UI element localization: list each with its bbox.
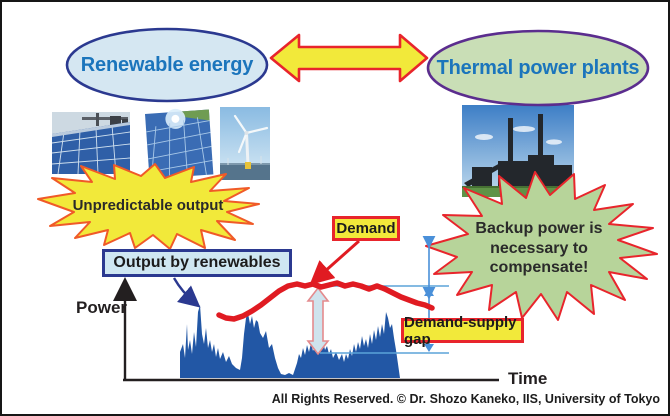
renewable-energy-ellipse xyxy=(65,27,269,103)
power-time-chart xyxy=(113,236,499,382)
renewables-callout-arrow xyxy=(172,277,201,308)
demand-curve xyxy=(216,280,435,322)
renewables-output-series xyxy=(180,305,400,378)
renewable-energy-label: Renewable energy xyxy=(80,54,254,76)
gap-thin-arrow-down xyxy=(424,344,434,352)
demand-callout-arrow xyxy=(309,239,360,285)
y-axis-label: Power xyxy=(76,298,128,317)
wind-turbine-photo xyxy=(220,107,270,180)
gap-thin-arrow-up xyxy=(424,288,434,296)
thermal-plant-photo xyxy=(462,105,574,197)
thermal-power-ellipse xyxy=(426,29,650,107)
double-headed-arrow xyxy=(269,33,429,83)
output-by-renewables-box: Output by renewables xyxy=(102,249,292,277)
solar-panel-closeup-photo xyxy=(145,108,214,179)
gap-wide-arrow xyxy=(306,286,330,356)
demand-supply-gap-label: Demand-supply gap xyxy=(404,313,517,348)
backup-power-label: Backup power is necessary to compensate! xyxy=(475,220,603,277)
unpredictable-output-label: Unpredictable output xyxy=(72,197,224,214)
demand-label: Demand xyxy=(336,220,396,237)
demand-box: Demand xyxy=(332,216,400,241)
solar-panels-photo xyxy=(51,112,131,175)
copyright-text: All Rights Reserved. © Dr. Shozo Kaneko,… xyxy=(271,392,660,406)
x-axis-label: Time xyxy=(508,369,548,388)
unpredictable-output-burst xyxy=(37,163,260,250)
thermal-power-label: Thermal power plants xyxy=(436,57,640,79)
backup-power-burst xyxy=(425,171,658,321)
demand-supply-gap-box: Demand-supply gap xyxy=(401,314,524,348)
output-by-renewables-label: Output by renewables xyxy=(113,254,281,271)
